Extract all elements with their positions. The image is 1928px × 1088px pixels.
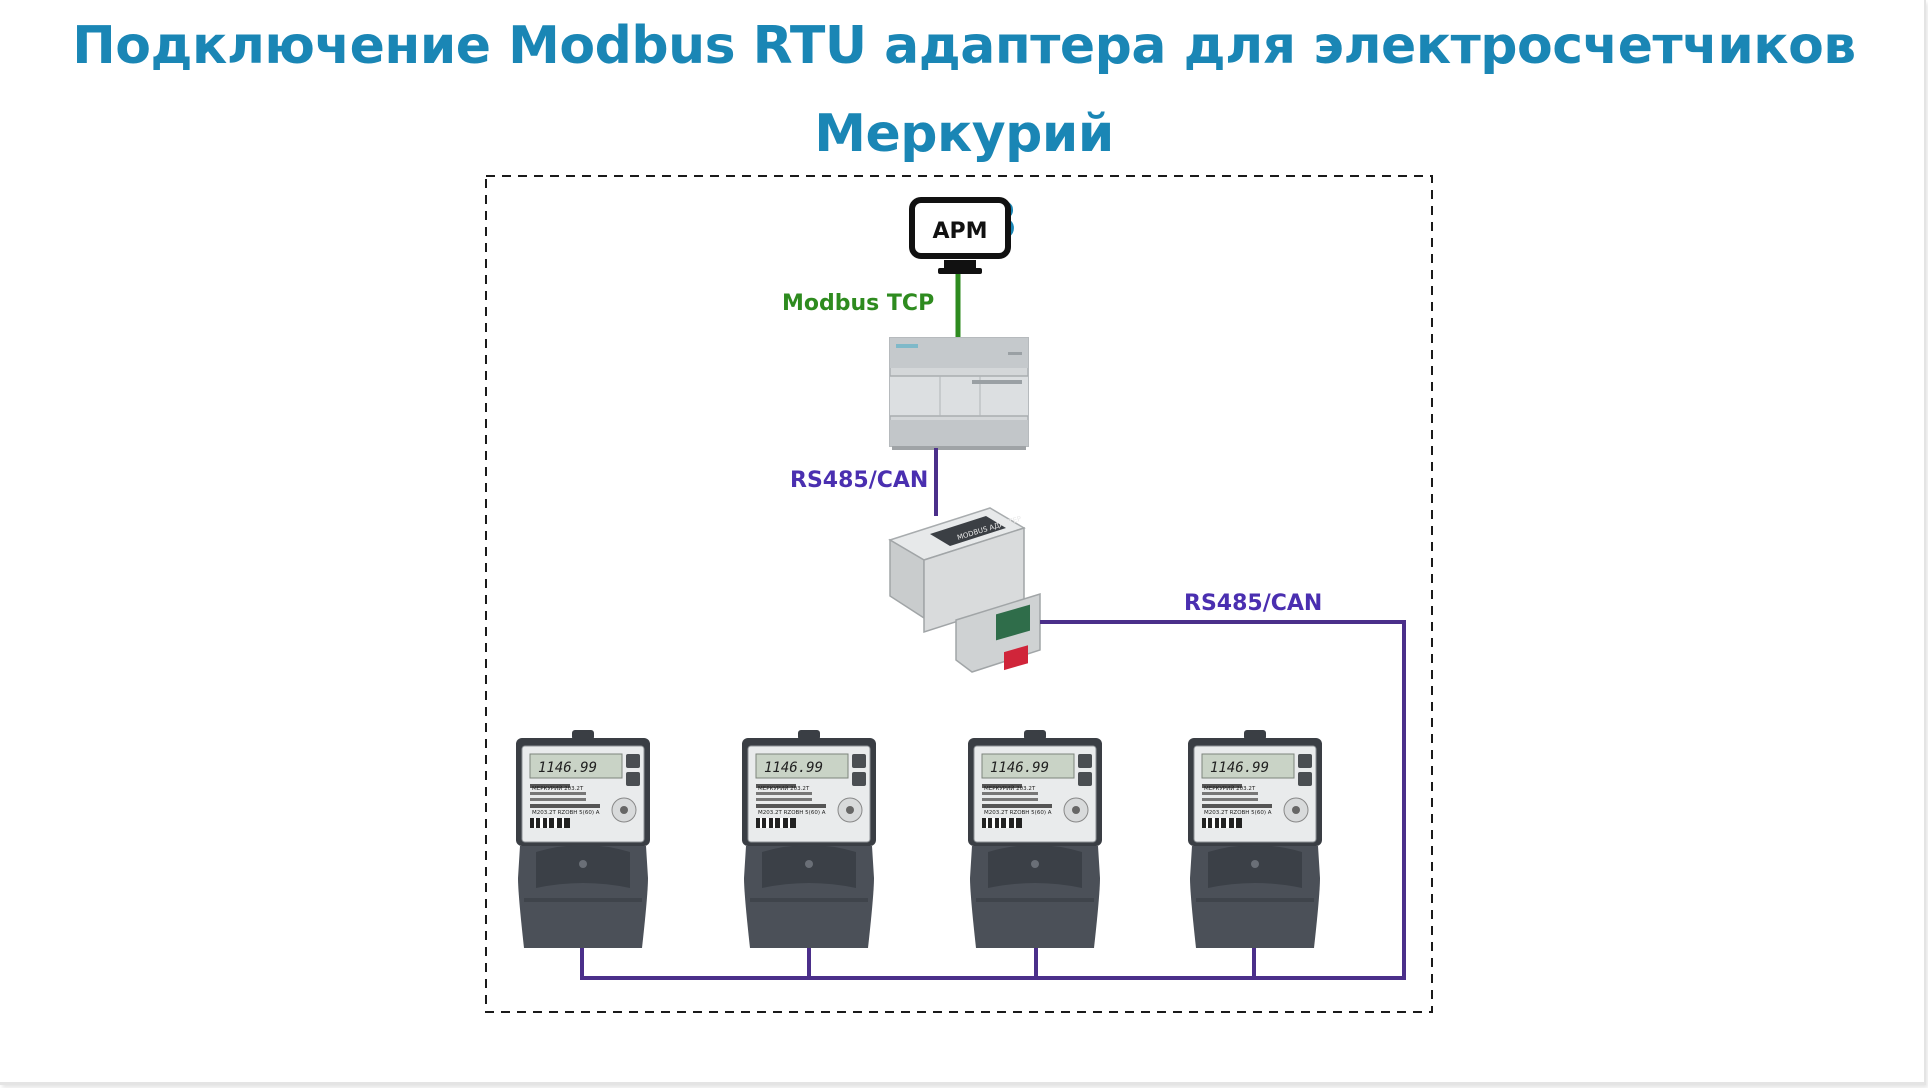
meter-3-model: M203.2T RZOBH 5(60) A xyxy=(984,810,1052,816)
title-line-1: Подключение Modbus RTU адаптера для элек… xyxy=(72,16,1856,164)
workstation-label: АРМ xyxy=(932,219,987,244)
meter-1: 1146.99 МЕРКУРИЙ 203.2Т M203.2T RZOBH 5(… xyxy=(515,729,651,949)
meter-2-model: M203.2T RZOBH 5(60) A xyxy=(758,810,826,816)
modbus-adapter-module: MODBUS АДАПТЕР xyxy=(888,507,1041,673)
meter-2-display: 1146.99 xyxy=(764,760,823,776)
meter-3: 1146.99 МЕРКУРИЙ 203.2Т M203.2T RZOBH 5(… xyxy=(967,729,1103,949)
meter-3-display: 1146.99 xyxy=(990,760,1049,776)
plc-controller xyxy=(889,337,1029,450)
system-boundary xyxy=(485,175,1433,1013)
meter-4: 1146.99 МЕРКУРИЙ 203.2Т M203.2T RZOBH 5(… xyxy=(1187,729,1323,949)
rs485-bus-line xyxy=(580,620,1406,980)
meter-2: 1146.99 МЕРКУРИЙ 203.2Т M203.2T RZOBH 5(… xyxy=(741,729,877,949)
workstation-monitor-icon: АРМ xyxy=(909,197,1011,274)
rs485-label-upper: RS485/CAN xyxy=(790,468,928,493)
meter-1-model: M203.2T RZOBH 5(60) A xyxy=(532,810,600,816)
meter-1-display: 1146.99 xyxy=(538,760,597,776)
meter-2-brand: МЕРКУРИЙ 203.2Т xyxy=(758,785,810,792)
meter-3-brand: МЕРКУРИЙ 203.2Т xyxy=(984,785,1036,792)
meter-4-model: M203.2T RZOBH 5(60) A xyxy=(1204,810,1272,816)
modbus-tcp-label: Modbus TCP xyxy=(782,291,934,316)
rs485-label-right: RS485/CAN xyxy=(1184,591,1322,616)
meter-1-brand: МЕРКУРИЙ 203.2Т xyxy=(532,785,584,792)
meter-4-display: 1146.99 xyxy=(1210,760,1269,776)
meter-4-brand: МЕРКУРИЙ 203.2Т xyxy=(1204,785,1256,792)
